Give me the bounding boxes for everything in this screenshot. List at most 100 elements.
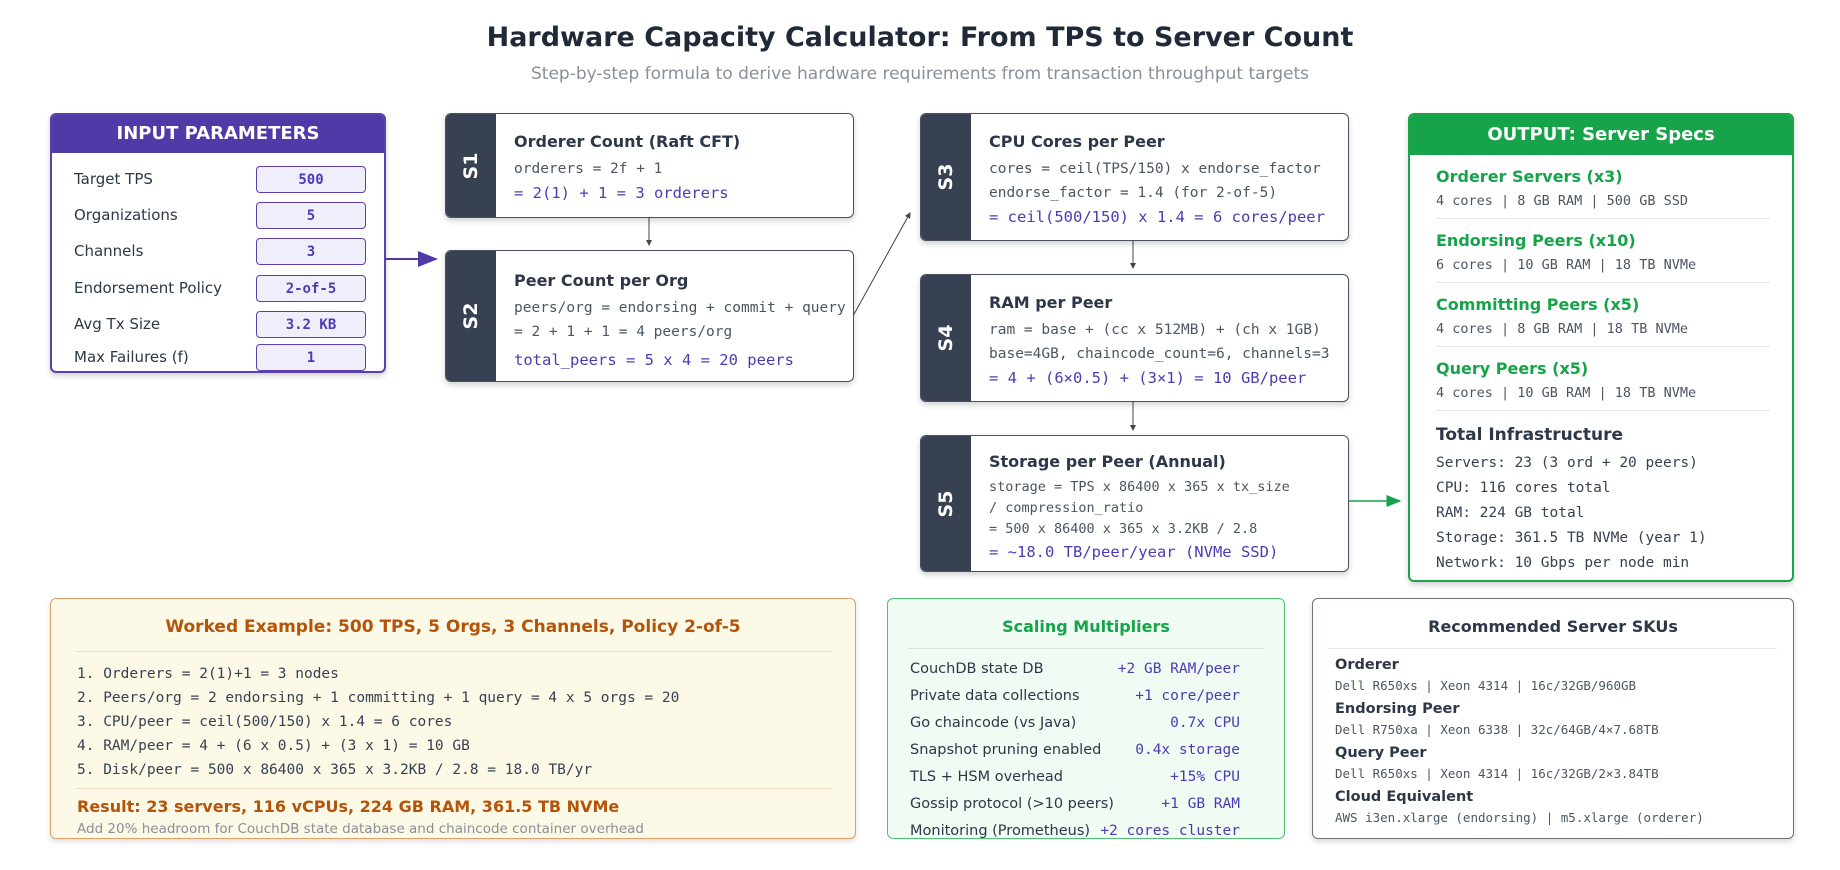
step-badge: S2	[446, 251, 496, 381]
formula-line: base=4GB, chaincode_count=6, channels=3	[989, 346, 1330, 362]
worked-line: 5. Disk/peer = 500 x 86400 x 365 x 3.2KB…	[77, 762, 593, 778]
param-value: 500	[256, 166, 366, 193]
formula-line: endorse_factor = 1.4 (for 2-of-5)	[989, 185, 1278, 201]
multiplier-value: 0.4x storage	[1135, 742, 1240, 758]
multiplier-row: Go chaincode (vs Java) 0.7x CPU	[910, 711, 1240, 738]
sku-spec: Dell R750xa | Xeon 6338 | 32c/64GB/4×7.6…	[1335, 722, 1659, 737]
output-item: Query Peers (x5) 4 cores | 10 GB RAM | 18…	[1436, 347, 1770, 411]
param-label: Endorsement Policy	[74, 279, 223, 297]
step-s2-card: S2 Peer Count per Org peers/org = endors…	[445, 250, 854, 382]
step-s1-card: S1 Orderer Count (Raft CFT) orderers = 2…	[445, 113, 854, 218]
formula-line: = 500 x 86400 x 365 x 3.2KB / 2.8	[989, 521, 1258, 537]
sku-spec: AWS i3en.xlarge (endorsing) | m5.xlarge …	[1335, 810, 1704, 825]
multiplier-row: TLS + HSM overhead+15% CPU	[910, 765, 1240, 792]
worked-line: 3. CPU/peer = ceil(500/150) x 1.4 = 6 co…	[77, 714, 453, 730]
param-label: Organizations	[74, 206, 178, 224]
input-panel-title: INPUT PARAMETERS	[52, 115, 384, 153]
param-label: Avg Tx Size	[74, 315, 161, 333]
formula-result: = ceil(500/150) x 1.4 = 6 cores/peer	[989, 208, 1325, 226]
step-badge: S4	[921, 275, 971, 401]
worked-note: Add 20% headroom for CouchDB state datab…	[77, 821, 644, 837]
output-item-spec: 4 cores | 8 GB RAM | 500 GB SSD	[1436, 193, 1688, 209]
total-title: Total Infrastructure	[1436, 425, 1623, 445]
param-value: 5	[256, 202, 366, 229]
param-organizations: Organizations 5	[74, 202, 366, 230]
param-label: Channels	[74, 242, 144, 260]
multiplier-row: Gossip protocol (>10 peers)+1 GB RAM	[910, 792, 1240, 819]
total-line: Servers: 23 (3 ord + 20 peers)	[1436, 455, 1698, 471]
formula-line: peers/org = endorsing + commit + query	[514, 300, 846, 316]
sku-role: Query Peer	[1335, 745, 1427, 761]
formula-result: = 2(1) + 1 = 3 orderers	[514, 184, 729, 202]
step-title: CPU Cores per Peer	[989, 132, 1165, 151]
formula-line: ram = base + (cc x 512MB) + (ch x 1GB)	[989, 322, 1321, 338]
multiplier-row: Private data collections+1 core/peer	[910, 684, 1240, 711]
multiplier-row: CouchDB state DB+2 GB RAM/peer	[910, 657, 1240, 684]
param-value: 3.2 KB	[256, 311, 366, 338]
output-panel-title: OUTPUT: Server Specs	[1410, 115, 1792, 155]
output-item: Orderer Servers (x3) 4 cores | 8 GB RAM |…	[1436, 155, 1770, 219]
formula-line: / compression_ratio	[989, 500, 1144, 516]
output-item: Endorsing Peers (x10)6 cores | 10 GB RAM…	[1436, 219, 1770, 283]
worked-line: 4. RAM/peer = 4 + (6 x 0.5) + (3 x 1) = …	[77, 738, 470, 754]
multiplier-value: +1 core/peer	[1135, 688, 1240, 704]
step-id: S3	[935, 163, 957, 191]
sku-role: Orderer	[1335, 657, 1399, 673]
sku-role: Cloud Equivalent	[1335, 789, 1474, 805]
step-badge: S5	[921, 436, 971, 571]
step-id: S5	[935, 490, 957, 517]
multiplier-value: 0.7x CPU	[1170, 715, 1240, 731]
param-max-failures: Max Failures (f)1	[74, 344, 366, 371]
step-s3-card: S3 CPU Cores per Peer cores = ceil(TPS/1…	[920, 113, 1349, 241]
sku-spec: Dell R650xs | Xeon 4314 | 16c/32GB/960GB	[1335, 678, 1637, 693]
worked-result: Result: 23 servers, 116 vCPUs, 224 GB RA…	[77, 797, 620, 816]
param-avg-tx-size: Avg Tx Size 3.2 KB	[74, 311, 366, 339]
multiplier-value: +1 GB RAM	[1161, 796, 1240, 812]
param-value: 3	[256, 238, 366, 265]
output-item-title: Orderer Servers (x3)	[1436, 167, 1623, 186]
step-badge: S1	[446, 114, 496, 217]
sku-spec: Dell R650xs | Xeon 4314 | 16c/32GB/2×3.8…	[1335, 766, 1659, 781]
formula-line: = 2 + 1 + 1 = 4 peers/org	[514, 324, 733, 340]
step-s5-card: S5 Storage per Peer (Annual) storage = T…	[920, 435, 1349, 572]
sku-role: Endorsing Peer	[1335, 701, 1460, 717]
formula-result: = 4 + (6×0.5) + (3×1) = 10 GB/peer	[989, 369, 1307, 387]
output-item-spec: 4 cores | 10 GB RAM | 18 TB NVMe	[1436, 385, 1697, 401]
output-item-spec: 4 cores | 8 GB RAM | 18 TB NVMe	[1436, 321, 1688, 337]
step-badge: S3	[921, 114, 971, 240]
worked-example-title: Worked Example: 500 TPS, 5 Orgs, 3 Chann…	[165, 617, 741, 637]
arrow-s2-to-s3	[852, 212, 911, 317]
param-endorsement-policy: Endorsement Policy 2-of-5	[74, 275, 366, 303]
worked-example-panel: Worked Example: 500 TPS, 5 Orgs, 3 Chann…	[50, 598, 856, 839]
step-s4-card: S4 RAM per Peer ram = base + (cc x 512MB…	[920, 274, 1349, 402]
multiplier-name: CouchDB state DB	[910, 661, 1044, 677]
total-line: Storage: 361.5 TB NVMe (year 1)	[1436, 530, 1707, 546]
multiplier-value: +2 cores cluster	[1100, 823, 1240, 839]
step-id: S4	[935, 324, 957, 352]
param-label: Max Failures (f)	[74, 348, 189, 366]
multiplier-name: Snapshot pruning enabled	[910, 742, 1102, 758]
scaling-title: Scaling Multipliers	[1002, 617, 1170, 636]
output-item-title: Query Peers (x5)	[1436, 359, 1589, 378]
formula-result: = ~18.0 TB/peer/year (NVMe SSD)	[989, 543, 1279, 561]
total-line: RAM: 224 GB total	[1436, 505, 1585, 521]
formula-line: cores = ceil(TPS/150) x endorse_factor	[989, 161, 1321, 177]
multiplier-row: Monitoring (Prometheus)+2 cores cluster	[910, 819, 1240, 846]
output-item: Committing Peers (x5)4 cores | 8 GB RAM …	[1436, 283, 1770, 347]
page-subtitle: Step-by-step formula to derive hardware …	[530, 64, 1310, 84]
scaling-multipliers-panel: Scaling Multipliers CouchDB state DB+2 G…	[887, 598, 1285, 839]
output-server-specs-panel: OUTPUT: Server Specs Orderer Servers (x3…	[1408, 113, 1794, 582]
multiplier-name: Go chaincode (vs Java)	[910, 715, 1077, 731]
param-channels: Channels 3	[74, 238, 366, 266]
output-item-title: Endorsing Peers (x10)	[1436, 231, 1636, 250]
param-value: 2-of-5	[256, 275, 366, 302]
step-title: Storage per Peer (Annual)	[989, 452, 1226, 471]
step-title: RAM per Peer	[989, 293, 1113, 312]
step-title: Peer Count per Org	[514, 271, 689, 290]
formula-line: orderers = 2f + 1	[514, 161, 663, 177]
